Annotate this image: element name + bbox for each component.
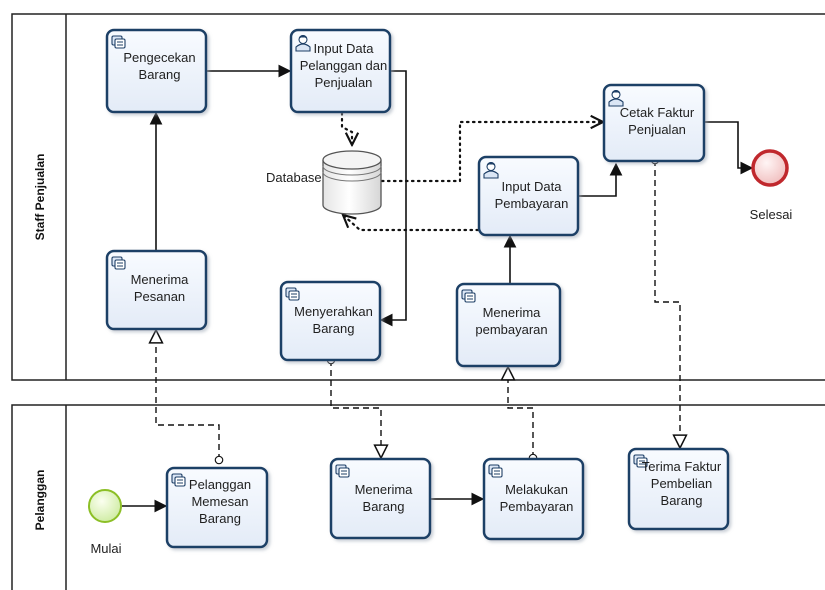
task-box [105, 28, 208, 114]
task-label-line: Input Data [502, 179, 563, 194]
assoc-input-pembayaran-to-database [343, 215, 480, 232]
msg-cetak-to-terima-faktur [655, 160, 680, 448]
task-box [602, 83, 706, 163]
task-label-line: Memesan [191, 494, 248, 509]
task-label-line: Menerima [483, 305, 542, 320]
task-menerimaPembayaran[interactable]: Menerima pembayaran [455, 282, 562, 368]
task-label-line: Terima Faktur [642, 459, 722, 474]
task-label-line: Pembayaran [500, 499, 574, 514]
task-label-line: Barang [661, 493, 703, 508]
end-event-label: Selesai [750, 207, 793, 222]
task-label-line: Pesanan [134, 289, 185, 304]
task-box [165, 466, 269, 549]
task-label-line: Barang [139, 67, 181, 82]
flow-input-pembayaran-to-cetak [578, 162, 623, 197]
flow-input-to-menyerahkan [379, 70, 407, 327]
task-box [477, 155, 580, 237]
task-label-line: Pelanggan [189, 477, 251, 492]
database-label: Database [266, 170, 322, 185]
start-event[interactable]: Mulai [88, 489, 122, 556]
task-box [627, 447, 730, 531]
task-box [329, 457, 432, 540]
start-event-label: Mulai [90, 541, 121, 556]
task-label-line: Cetak Faktur [620, 105, 695, 120]
task-label-line: Pembayaran [495, 196, 569, 211]
task-label-line: pembayaran [475, 322, 547, 337]
task-box [455, 282, 562, 368]
user-task-icon [483, 161, 499, 179]
lane-staff-penjualan: Staff Penjualan [11, 13, 825, 381]
assoc-input-to-database [340, 111, 352, 145]
task-label-line: Penjualan [628, 122, 686, 137]
task-label-line: Penjualan [315, 75, 373, 90]
msg-memesan-to-pesanan [156, 330, 219, 460]
lane-pelanggan: Pelanggan [11, 404, 825, 590]
service-task-icon [111, 256, 126, 270]
end-event[interactable]: Selesai [750, 149, 793, 222]
service-task-icon [171, 473, 186, 487]
task-label-line: Menyerahkan [294, 304, 373, 319]
task-label-line: Barang [363, 499, 405, 514]
task-label-line: Pelanggan dan [300, 58, 387, 73]
task-label-line: Menerima [355, 482, 414, 497]
task-box [279, 280, 382, 362]
task-box [105, 249, 208, 331]
service-task-icon [633, 454, 648, 468]
task-label-line: Melakukan [505, 482, 568, 497]
task-box [289, 28, 392, 114]
task-label-line: Barang [199, 511, 241, 526]
task-label-line: Menerima [131, 272, 190, 287]
msg-menyerahkan-to-menerima-barang [331, 360, 381, 458]
lane-label-staff: Staff Penjualan [33, 154, 47, 241]
task-label: Menerima pembayaran [475, 305, 547, 337]
service-task-icon [335, 464, 350, 478]
task-box [482, 457, 585, 541]
service-task-icon [285, 287, 300, 301]
task-label-line: Pembelian [651, 476, 712, 491]
msg-melakukan-to-menerima-pembayaran [508, 367, 533, 458]
user-task-icon [295, 34, 311, 52]
service-task-icon [488, 464, 503, 478]
database-store: Database [266, 150, 382, 215]
service-task-icon [111, 35, 126, 49]
lane-label-pelanggan: Pelanggan [33, 470, 47, 531]
service-task-icon [461, 289, 476, 303]
flow-cetak-to-selesai [704, 121, 754, 175]
task-label-line: Pengecekan [123, 50, 195, 65]
assoc-database-to-cetak [380, 122, 603, 183]
task-label-line: Barang [313, 321, 355, 336]
task-label-line: Input Data [314, 41, 375, 56]
user-task-icon [608, 89, 624, 107]
flows [122, 64, 754, 513]
